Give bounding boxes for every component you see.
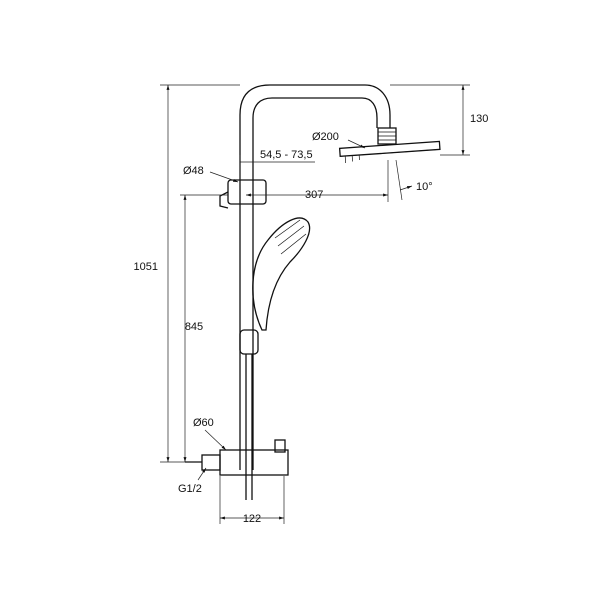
slider-holder <box>219 179 267 209</box>
dim-total-height-label: 1051 <box>134 261 158 273</box>
dim-valve-diameter: Ø60 <box>193 417 227 451</box>
dim-tilt-angle-label: 10° <box>416 181 433 193</box>
overhead-shower-head <box>338 140 441 164</box>
head-connector <box>377 127 397 145</box>
riser-pipe <box>239 84 391 470</box>
dim-head-diameter-label: Ø200 <box>312 131 339 143</box>
dim-slider-range-label: 54,5 - 73,5 <box>260 149 313 161</box>
dim-handset-height: 845 <box>180 194 228 462</box>
dim-rail-diameter-label: Ø48 <box>183 165 204 177</box>
dim-total-height: 1051 <box>134 84 240 463</box>
dim-head-drop-label: 130 <box>470 113 488 125</box>
dim-valve-width-label: 122 <box>243 513 261 525</box>
dim-tilt-angle: 10° <box>395 159 433 201</box>
dim-head-diameter: Ø200 <box>312 131 366 149</box>
hose-holder <box>239 329 259 355</box>
dim-valve-width: 122 <box>219 476 285 525</box>
hand-shower <box>252 217 311 331</box>
valve-body <box>185 439 289 476</box>
dim-rail-diameter: Ø48 <box>183 165 239 183</box>
dim-head-drop: 130 <box>390 84 488 156</box>
dim-valve-diameter-label: Ø60 <box>193 417 214 429</box>
dim-handset-height-label: 845 <box>185 321 203 333</box>
dim-arm-projection-label: 307 <box>305 189 323 201</box>
dim-inlet-thread-label: G1/2 <box>178 483 202 495</box>
dim-arm-projection: 307 <box>246 160 389 202</box>
dim-inlet-thread: G1/2 <box>178 467 207 495</box>
dim-slider-range: 54,5 - 73,5 <box>239 149 315 180</box>
hose <box>245 354 253 500</box>
